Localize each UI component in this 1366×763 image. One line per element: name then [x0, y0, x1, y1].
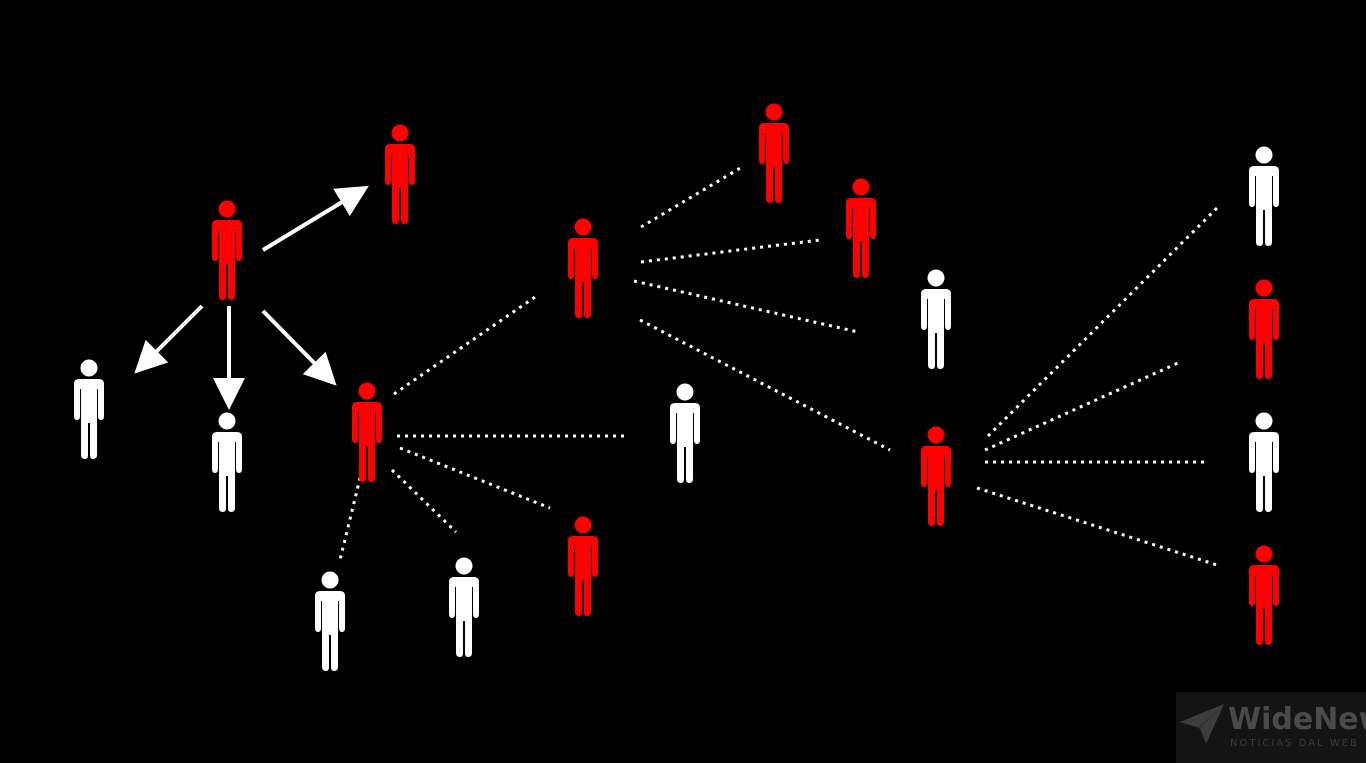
- person-body: [212, 220, 242, 300]
- dotted-link-p14-p18: [976, 486, 1218, 567]
- person-head: [1255, 545, 1273, 563]
- person-icon-healthy-p09: [670, 383, 700, 483]
- person-head: [358, 382, 376, 400]
- person-icon-healthy-p06: [315, 571, 345, 671]
- person-head: [852, 178, 870, 196]
- person-icon-healthy-p17: [1249, 412, 1279, 512]
- dotted-link-p10-p14: [639, 318, 891, 452]
- person-body: [1249, 166, 1279, 246]
- person-head: [676, 383, 694, 401]
- person-body: [759, 123, 789, 203]
- person-head: [927, 426, 945, 444]
- person-icon-infected-p02: [385, 124, 415, 224]
- person-head: [574, 516, 592, 534]
- person-body: [846, 198, 876, 278]
- person-body: [1249, 432, 1279, 512]
- people-layer: [74, 103, 1279, 671]
- person-body: [1249, 299, 1279, 379]
- person-body: [568, 536, 598, 616]
- dotted-link-p05-p10: [393, 295, 536, 396]
- person-head: [1255, 279, 1273, 297]
- dotted-link-p05-p07: [390, 468, 458, 534]
- dotted-link-p05-p06: [338, 469, 364, 561]
- dotted-link-p05-p08: [399, 446, 551, 510]
- person-head: [574, 218, 592, 236]
- person-head: [455, 557, 473, 575]
- person-icon-infected-p10: [568, 218, 598, 318]
- arrow-link-p01-p02: [261, 185, 369, 252]
- dotted-link-p10-p12: [640, 238, 821, 264]
- person-head: [321, 571, 339, 589]
- person-head: [765, 103, 783, 121]
- person-head: [927, 269, 945, 287]
- person-head: [80, 359, 98, 377]
- person-icon-infected-p08: [568, 516, 598, 616]
- watermark-title: WideNews: [1228, 702, 1366, 737]
- person-head: [1255, 146, 1273, 164]
- person-body: [670, 403, 700, 483]
- person-head: [218, 200, 236, 218]
- person-body: [74, 379, 104, 459]
- person-body: [449, 577, 479, 657]
- paper-plane-icon: [1180, 704, 1224, 744]
- person-icon-healthy-p04: [212, 412, 242, 512]
- watermark: WideNews NOTICIAS DAL WEB: [1176, 692, 1366, 763]
- person-icon-infected-p11: [759, 103, 789, 203]
- dotted-link-p14-p15: [986, 204, 1221, 438]
- dotted-link-p10-p11: [640, 165, 743, 229]
- watermark-subtitle: NOTICIAS DAL WEB: [1230, 738, 1359, 749]
- person-icon-infected-p16: [1249, 279, 1279, 379]
- person-body: [385, 144, 415, 224]
- links-layer: [134, 165, 1221, 567]
- person-icon-infected-p05: [352, 382, 382, 482]
- dotted-link-p10-p13: [633, 279, 859, 334]
- person-head: [391, 124, 409, 142]
- arrow-link-p01-p03: [134, 304, 204, 374]
- person-head: [1255, 412, 1273, 430]
- person-head: [218, 412, 236, 430]
- person-body: [921, 289, 951, 369]
- person-icon-infected-p18: [1249, 545, 1279, 645]
- dotted-link-p14-p16: [984, 361, 1179, 452]
- person-body: [352, 402, 382, 482]
- person-icon-healthy-p15: [1249, 146, 1279, 246]
- person-icon-infected-p14: [921, 426, 951, 526]
- person-icon-healthy-p13: [921, 269, 951, 369]
- person-icon-infected-p12: [846, 178, 876, 278]
- person-body: [315, 591, 345, 671]
- person-icon-infected-p01: [212, 200, 242, 300]
- arrow-link-p01-p05: [261, 309, 337, 386]
- person-body: [921, 446, 951, 526]
- person-icon-healthy-p03: [74, 359, 104, 459]
- person-body: [1249, 565, 1279, 645]
- person-body: [568, 238, 598, 318]
- person-icon-healthy-p07: [449, 557, 479, 657]
- person-body: [212, 432, 242, 512]
